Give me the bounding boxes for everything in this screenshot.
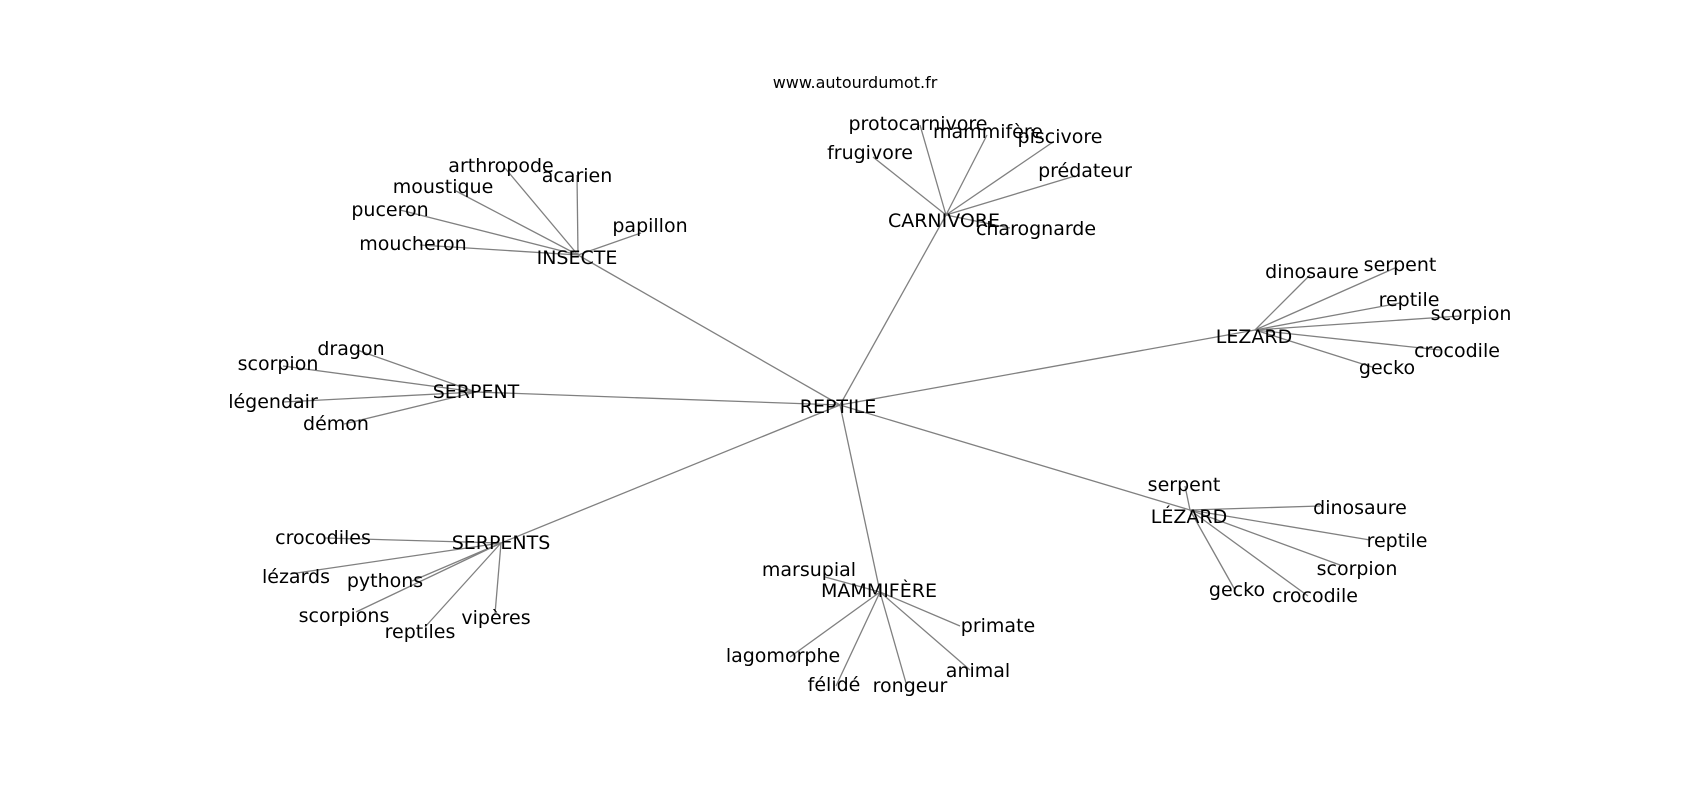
edge-serpents-lezards <box>289 542 502 575</box>
node-lezard: LEZARD <box>1216 326 1292 348</box>
edge-reptile-serpent <box>475 391 841 406</box>
edge-insecte-puceron <box>399 209 579 256</box>
node-mammifere-marsupial: marsupial <box>762 559 856 581</box>
node-mammifere-primate: primate <box>961 615 1035 637</box>
edge-mammifere-lagomorphe <box>789 591 881 658</box>
node-serpent: SERPENT <box>433 381 520 403</box>
node-serpent-demon: démon <box>303 413 369 435</box>
edge-insecte-acarien <box>576 174 579 256</box>
edge-lezard-scorpion <box>1254 315 1461 331</box>
edge-lezard-accent-dinosaure <box>1189 505 1321 511</box>
edge-carnivore-predateur <box>945 175 1076 216</box>
node-serpent-scorpion: scorpion <box>238 353 319 375</box>
edge-serpents-viperes <box>494 542 502 615</box>
node-lezard-accent-serpent: serpent <box>1148 474 1221 496</box>
node-lezard-crocodile: crocodile <box>1414 340 1500 362</box>
node-mammifere-rongeur: rongeur <box>873 675 948 697</box>
node-serpent-legendair: légendair <box>228 391 318 413</box>
edge-serpents-crocodiles <box>324 537 502 544</box>
source-label: www.autourdumot.fr <box>773 73 938 92</box>
node-lezard-accent: LÉZARD <box>1151 505 1227 528</box>
edge-insecte-moucheron <box>419 244 579 256</box>
node-mammifere-lagomorphe: lagomorphe <box>726 645 840 667</box>
edge-serpents-scorpions <box>355 542 502 613</box>
node-mammifere-animal: animal <box>946 660 1010 682</box>
node-mammifere: MAMMIFÈRE <box>821 579 937 602</box>
edge-insecte-papillon <box>577 232 642 256</box>
node-lezard-accent-scorpion: scorpion <box>1317 558 1398 580</box>
edge-reptile-carnivore <box>839 214 947 406</box>
node-insecte-moustique: moustique <box>393 176 494 198</box>
node-serpents-reptiles: reptiles <box>385 621 456 643</box>
node-serpents-lezards: lézards <box>262 566 330 588</box>
node-insecte: INSECTE <box>537 247 618 269</box>
edge-serpent-legendair <box>282 391 477 403</box>
edge-lezard-gecko <box>1254 329 1373 368</box>
node-carnivore-frugivore: frugivore <box>827 142 913 164</box>
edge-carnivore-charognarde <box>945 214 1011 229</box>
edge-carnivore-frugivore <box>872 156 947 216</box>
node-lezard-serpent: serpent <box>1364 254 1437 276</box>
node-serpents-viperes: vipères <box>461 607 530 629</box>
node-lezard-accent-dinosaure: dinosaure <box>1313 497 1407 519</box>
edge-lezard-serpent <box>1254 267 1396 331</box>
edge-reptile-lezard-accent <box>839 404 1191 511</box>
node-carnivore-charognarde: charognarde <box>976 218 1096 240</box>
node-carnivore-protocarnivore: protocarnivore <box>849 113 988 135</box>
node-carnivore-piscivore: piscivore <box>1018 126 1103 148</box>
node-insecte-moucheron: moucheron <box>359 233 466 255</box>
edge-carnivore-mammifere <box>945 134 988 216</box>
node-lezard-dinosaure: dinosaure <box>1265 261 1359 283</box>
edge-mammifere-primate <box>879 591 961 627</box>
edge-insecte-arthropode <box>504 167 579 256</box>
edge-lezard-dinosaure <box>1254 274 1311 331</box>
node-insecte-acarien: acarien <box>542 165 613 187</box>
edge-mammifere-animal <box>879 591 971 671</box>
edge-carnivore-protocarnivore <box>919 124 947 216</box>
edge-insecte-moustique <box>455 190 579 256</box>
node-lezard-accent-reptile: reptile <box>1367 530 1428 552</box>
node-serpents-pythons: pythons <box>347 570 423 592</box>
node-reptile: REPTILE <box>800 396 876 418</box>
node-serpents: SERPENTS <box>452 532 551 554</box>
edge-mammifere-marsupial <box>824 576 881 593</box>
edge-lezard-reptile <box>1254 302 1401 331</box>
labels-layer: www.autourdumot.fr REPTILE INSECTE arthrop… <box>228 73 1511 697</box>
node-serpents-scorpions: scorpions <box>299 605 390 627</box>
edge-lezard-crocodile <box>1254 329 1441 351</box>
node-lezard-gecko: gecko <box>1359 357 1415 379</box>
node-lezard-accent-crocodile: crocodile <box>1272 585 1358 607</box>
edge-serpent-demon <box>343 391 477 425</box>
edge-lezard-accent-reptile <box>1189 509 1371 541</box>
node-insecte-puceron: puceron <box>351 199 428 221</box>
edge-reptile-mammifere <box>839 404 881 593</box>
edge-mammifere-felide <box>835 591 881 687</box>
edge-carnivore-piscivore <box>945 141 1054 216</box>
node-mammifere-felide: félidé <box>808 674 861 696</box>
node-insecte-arthropode: arthropode <box>448 155 553 177</box>
edge-reptile-serpents <box>500 404 841 544</box>
edge-lezard-accent-scorpion <box>1189 509 1341 566</box>
node-lezard-reptile: reptile <box>1379 289 1440 311</box>
node-carnivore-predateur: prédateur <box>1038 160 1132 182</box>
edge-serpents-pythons <box>411 542 502 582</box>
node-carnivore: CARNIVORE <box>888 210 1000 232</box>
node-serpent-dragon: dragon <box>317 338 384 360</box>
edge-serpents-reptiles <box>424 542 502 628</box>
edge-lezard-accent-serpent <box>1184 485 1191 511</box>
edge-serpent-scorpion <box>282 365 477 393</box>
edge-reptile-lezard <box>839 329 1256 406</box>
edge-lezard-accent-crocodile <box>1189 509 1309 597</box>
node-carnivore-mammifere: mammifère <box>933 121 1043 143</box>
edge-lezard-accent-gecko <box>1189 509 1236 591</box>
edge-mammifere-rongeur <box>879 591 907 684</box>
edge-reptile-insecte <box>577 254 841 406</box>
edge-serpent-dragon <box>356 349 477 393</box>
edges-layer <box>282 124 1461 687</box>
node-lezard-accent-gecko: gecko <box>1209 579 1265 601</box>
node-insecte-papillon: papillon <box>612 215 687 237</box>
node-lezard-scorpion: scorpion <box>1431 303 1512 325</box>
node-serpents-crocodiles: crocodiles <box>275 527 371 549</box>
